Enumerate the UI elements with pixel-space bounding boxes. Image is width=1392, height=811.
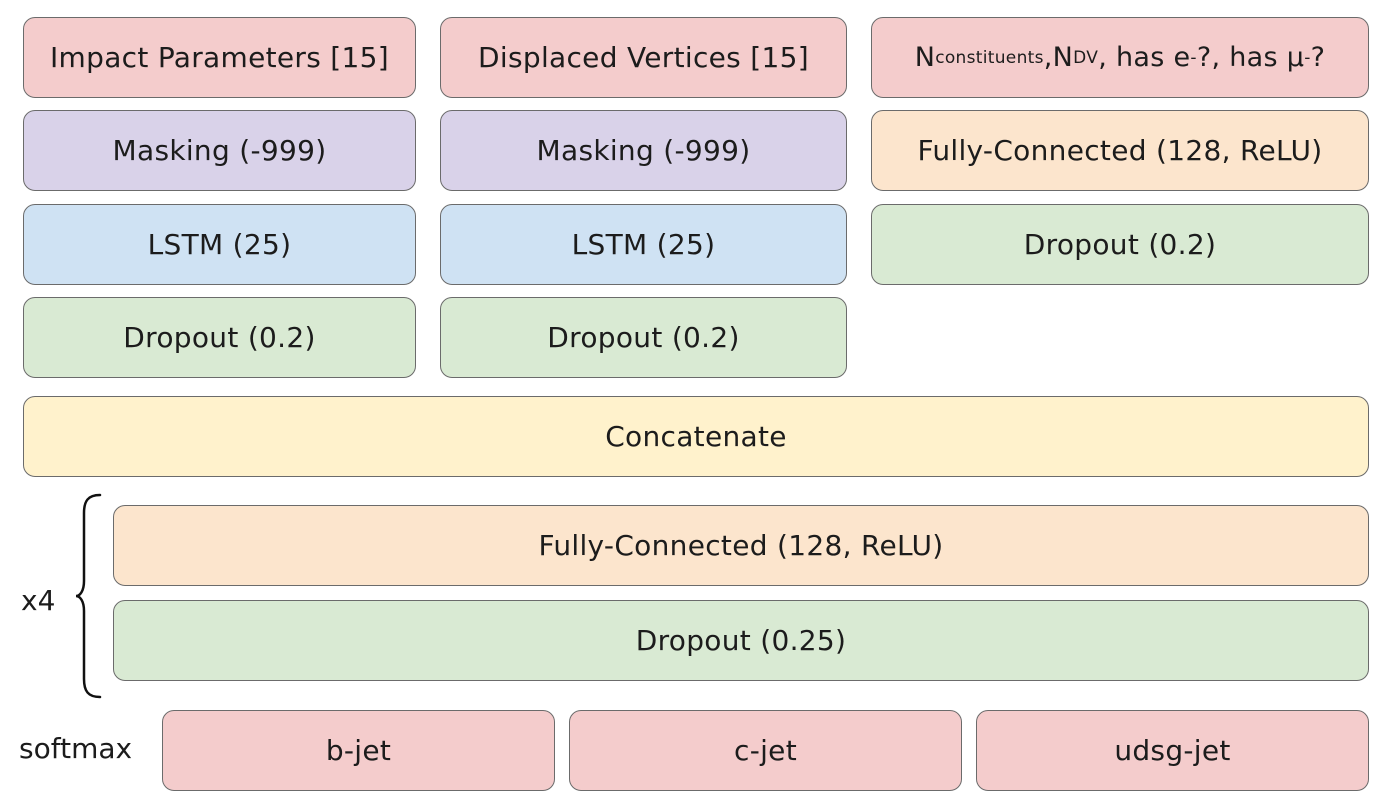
masking-layer-2: Masking (-999) — [440, 110, 847, 191]
output-class-b-jet: b-jet — [162, 710, 555, 791]
dense-layer-column-3: Fully-Connected (128, ReLU) — [871, 110, 1369, 191]
concatenate-layer: Concatenate — [23, 396, 1369, 477]
dropout-layer-1: Dropout (0.2) — [23, 297, 416, 378]
separator-1: , — [1043, 42, 1053, 73]
output-class-c-jet: c-jet — [569, 710, 962, 791]
repeated-dropout-layer: Dropout (0.25) — [113, 600, 1369, 681]
lstm-layer-1: LSTM (25) — [23, 204, 416, 285]
impact-parameters-input-box: Impact Parameters [15] — [23, 17, 416, 98]
n-constituents-symbol: N — [914, 42, 936, 73]
repeat-count-label: x4 — [21, 584, 56, 617]
curly-brace-icon — [75, 493, 102, 699]
dropout-layer-2: Dropout (0.2) — [440, 297, 847, 378]
softmax-label: softmax — [19, 732, 133, 765]
has-muon-text: ?, has μ — [1196, 42, 1305, 73]
question-mark: ? — [1310, 42, 1326, 73]
lstm-layer-2: LSTM (25) — [440, 204, 847, 285]
masking-layer-1: Masking (-999) — [23, 110, 416, 191]
n-dv-symbol: N — [1052, 42, 1074, 73]
output-class-udsg-jet: udsg-jet — [976, 710, 1369, 791]
displaced-vertices-input-box: Displaced Vertices [15] — [440, 17, 847, 98]
dropout-layer-3: Dropout (0.2) — [871, 204, 1369, 285]
has-electron-text: , has e — [1098, 42, 1191, 73]
repeated-dense-layer: Fully-Connected (128, ReLU) — [113, 505, 1369, 586]
